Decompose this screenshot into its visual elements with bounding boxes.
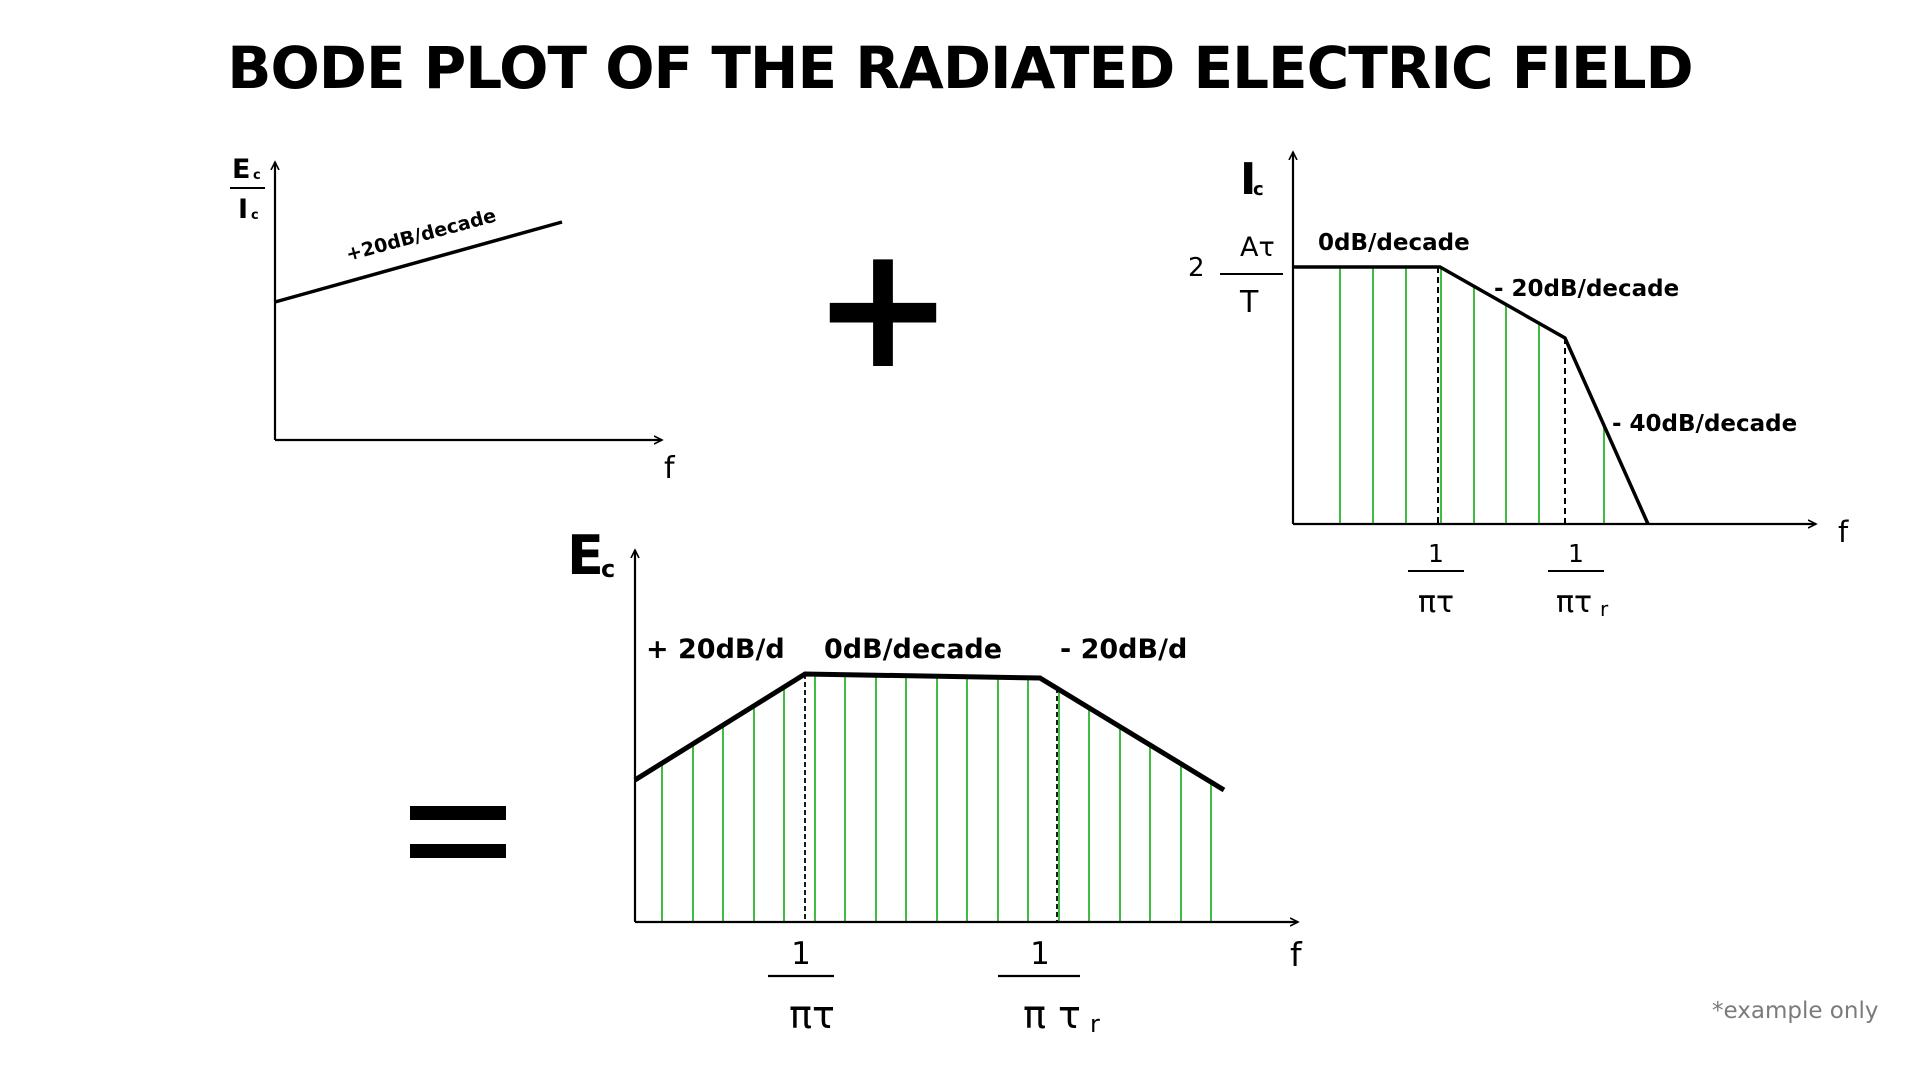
field-y-label: E: [567, 524, 604, 587]
current-tick1-num: 1: [1428, 539, 1444, 568]
field-tick2-den-sub: r: [1090, 1010, 1100, 1038]
field-curve: [633, 671, 1226, 793]
field-shading: [661, 674, 1212, 922]
current-y-label: I: [1240, 154, 1256, 205]
field-y-label-sub: c: [601, 555, 615, 583]
current-seg1-label: 0dB/decade: [1318, 230, 1470, 256]
ratio-x-label: f: [664, 451, 676, 486]
current-tick2-den: πτ: [1556, 585, 1592, 620]
equals-operator: [410, 806, 506, 858]
ratio-y-numerator: E: [232, 154, 250, 185]
ratio-slope-line: [274, 220, 563, 304]
ratio-y-denominator-sub: c: [251, 208, 259, 223]
ratio-plot: E c I c +20dB/decade f: [230, 154, 676, 486]
ratio-y-numerator-sub: c: [253, 168, 261, 183]
field-seg1-label: + 20dB/d: [646, 634, 785, 665]
field-x-label: f: [1290, 935, 1303, 974]
ratio-slope-label: +20dB/decade: [344, 205, 499, 266]
current-level-coef: 2: [1188, 253, 1205, 283]
ratio-y-denominator: I: [238, 194, 248, 225]
field-seg2-label: 0dB/decade: [824, 634, 1002, 665]
field-tick1-den: πτ: [789, 993, 835, 1037]
footnote: *example only: [1712, 998, 1879, 1024]
current-tick2-num: 1: [1568, 539, 1584, 568]
plus-operator: +: [812, 209, 954, 407]
current-seg3-label: - 40dB/decade: [1612, 411, 1797, 437]
field-tick2-num: 1: [1030, 936, 1050, 972]
current-seg2-label: - 20dB/decade: [1494, 276, 1679, 302]
current-x-label: f: [1838, 515, 1849, 549]
current-tick1-den: πτ: [1418, 585, 1454, 620]
current-y-label-sub: c: [1253, 179, 1264, 200]
page-title: BODE PLOT OF THE RADIATED ELECTRIC FIELD: [227, 34, 1693, 102]
field-tick2-den: π τ: [1023, 993, 1081, 1037]
field-tick1-num: 1: [791, 936, 811, 972]
current-tick2-den-sub: r: [1600, 597, 1609, 621]
current-level-den: T: [1239, 285, 1259, 320]
field-seg3-label: - 20dB/d: [1060, 634, 1187, 665]
current-level-num: Aτ: [1240, 232, 1275, 263]
field-plot: E c + 20dB/d 0dB/decade - 20dB/d f 1 πτ …: [567, 524, 1303, 1038]
current-curve: [1293, 265, 1650, 525]
current-shading: [1339, 267, 1605, 524]
current-plot: I c 2 Aτ T 0dB/decade - 20dB/decade - 40…: [1188, 152, 1849, 621]
